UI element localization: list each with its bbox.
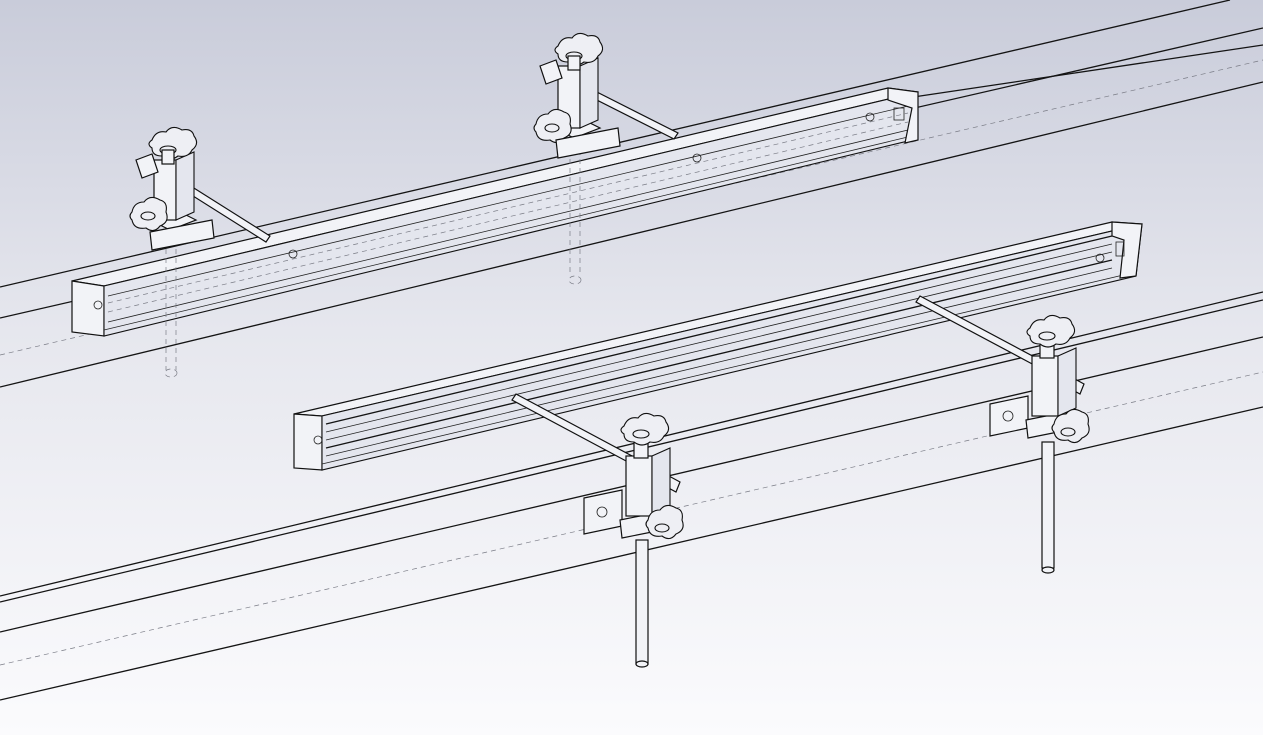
knob-icon[interactable] xyxy=(620,412,670,446)
rear-clamp-left[interactable] xyxy=(129,126,215,378)
rear-clamp-right[interactable] xyxy=(533,32,621,285)
knob-icon[interactable] xyxy=(1026,314,1076,348)
knob-icon[interactable] xyxy=(645,504,684,540)
front-clamp-right[interactable] xyxy=(989,314,1090,574)
front-clamp-left[interactable] xyxy=(583,412,684,668)
knob-icon[interactable] xyxy=(1051,408,1090,444)
rear-rail-bar[interactable] xyxy=(71,87,919,337)
